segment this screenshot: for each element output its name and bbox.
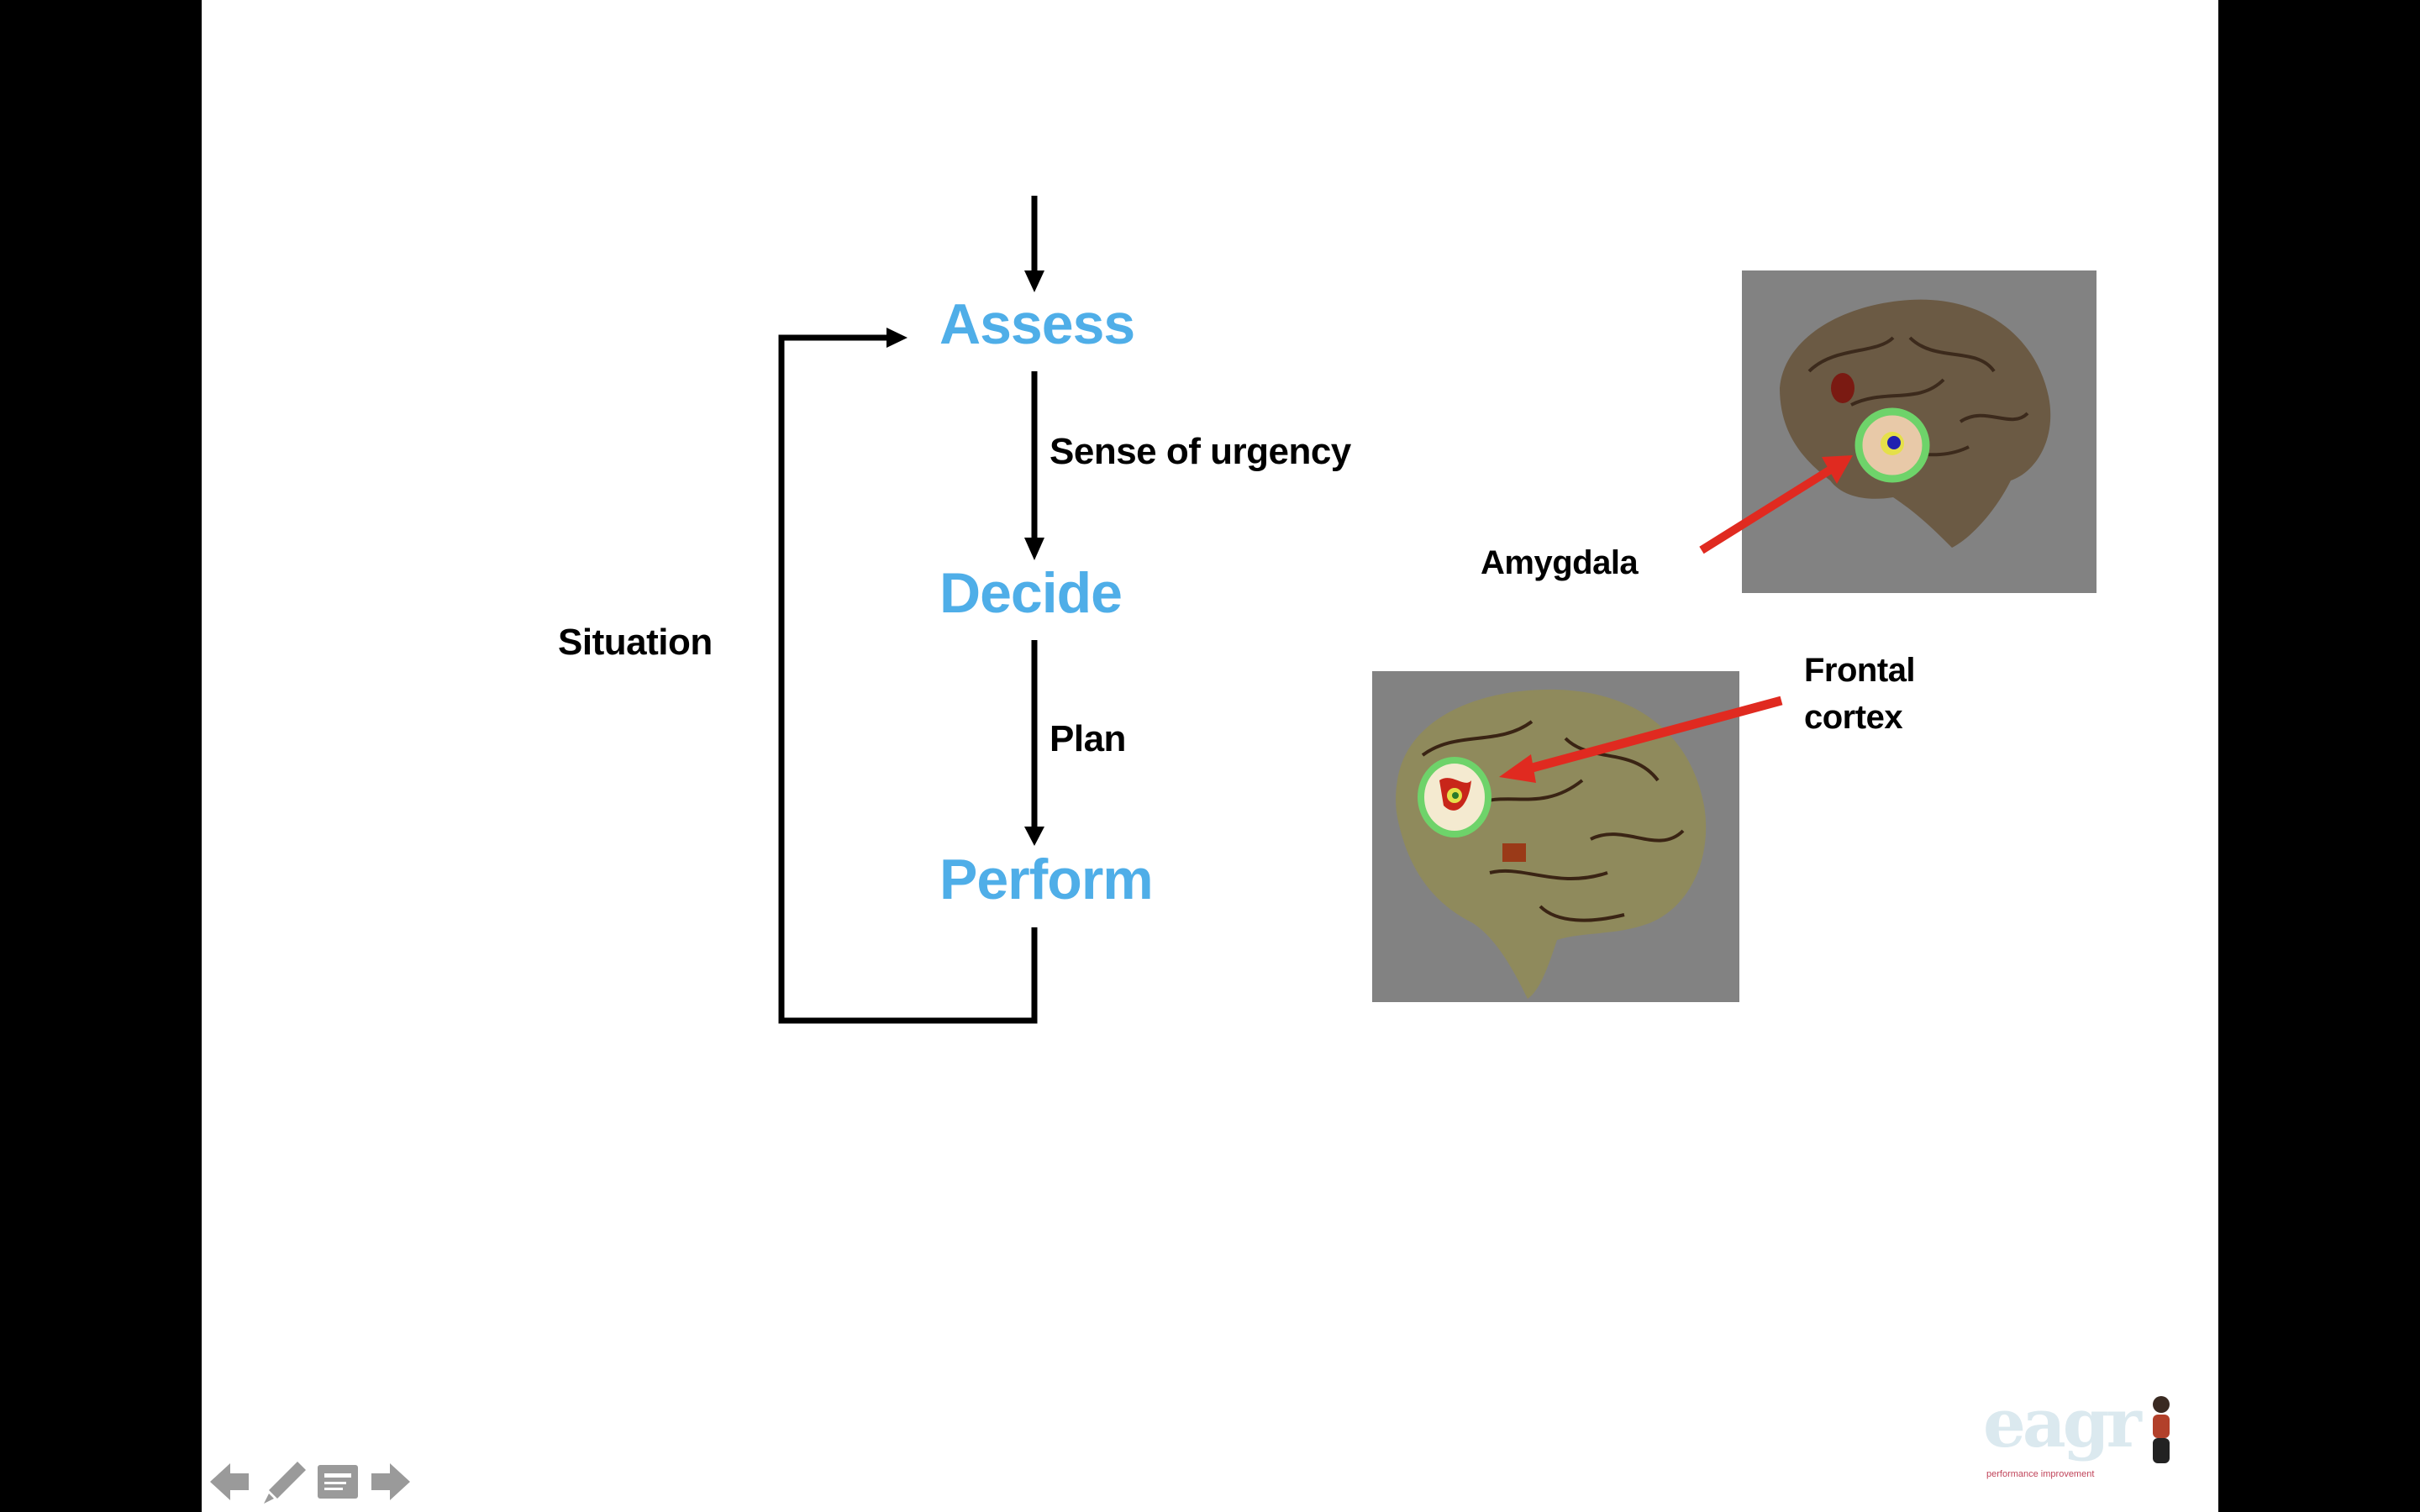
label-frontal-cortex: Frontal cortex [1804,647,1916,741]
arrow-left-icon [210,1463,249,1500]
label-sense-of-urgency: Sense of urgency [1050,431,1351,472]
notes-icon [318,1465,358,1499]
label-amygdala: Amygdala [1481,544,1639,581]
entry-arrow [1024,196,1044,292]
logo-jumping-person [2153,1396,2170,1463]
situation-feedback-loop [778,328,1038,1024]
amygdala-pointer-arrow [1699,455,1853,554]
logo-tagline: performance improvement [1986,1469,2095,1479]
label-frontal-line2: cortex [1804,699,1903,736]
pencil-icon [264,1462,306,1504]
slide [202,0,2218,1512]
eagr-logo: eagr performance improvement [1983,1386,2185,1487]
assess-to-decide-arrow [1024,371,1044,560]
label-frontal-line1: Frontal [1804,652,1916,689]
notes-button[interactable] [316,1463,360,1502]
logo-wordmark: eagr [1983,1383,2142,1462]
label-situation: Situation [558,622,713,663]
brain-image-frontal-cortex [1372,671,1739,1002]
slide-nav-toolbar [208,1458,410,1505]
step-perform: Perform [939,848,1154,911]
label-plan: Plan [1050,718,1126,759]
previous-slide-button[interactable] [208,1460,252,1504]
brain-image-amygdala [1742,270,2096,593]
step-decide: Decide [939,561,1123,625]
next-slide-button[interactable] [368,1460,412,1504]
decide-to-perform-arrow [1024,640,1044,846]
pen-tool-button[interactable] [262,1458,309,1505]
arrow-right-icon [371,1463,410,1500]
step-assess: Assess [939,292,1135,356]
frontal-cortex-pointer-arrow [1499,696,1783,783]
